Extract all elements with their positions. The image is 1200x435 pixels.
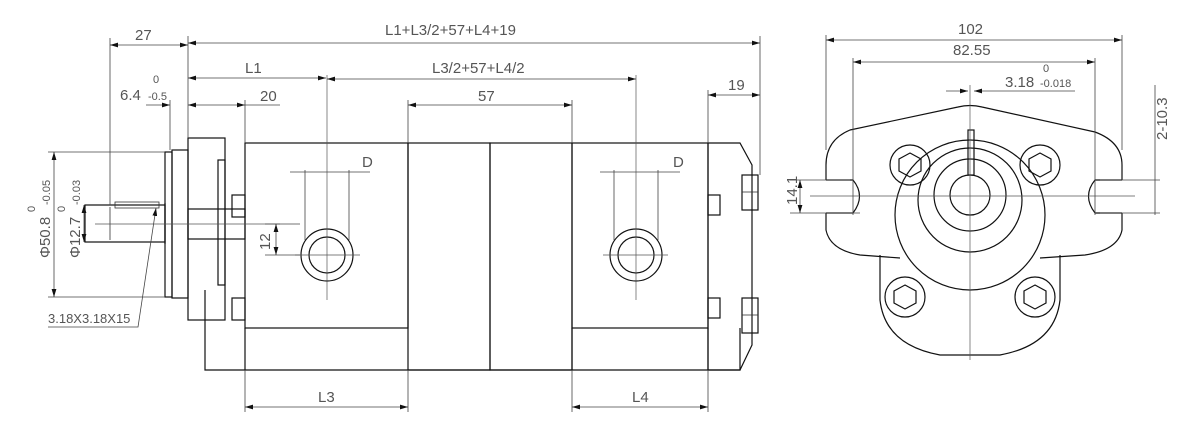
end-cover — [707, 142, 753, 371]
dim-total: L1+L3/2+57+L4+19 — [385, 22, 516, 39]
dia-12-7: Φ12.7 — [67, 217, 84, 258]
dia-50-8-upper: 0 — [26, 206, 38, 212]
dim-82-55: 82.55 — [953, 42, 991, 59]
section-rear — [571, 142, 709, 329]
pilot — [164, 151, 173, 298]
bolt-head-bottom — [741, 297, 759, 334]
dim-12: 12 — [257, 233, 274, 250]
dim-6-4: 6.4 — [120, 87, 141, 104]
dia-50-8: Φ50.8 — [37, 217, 54, 258]
key-note: 3.18X3.18X15 — [48, 311, 130, 326]
bolt-head-top — [741, 174, 759, 211]
key-upper: 0 — [1043, 63, 1049, 75]
side-view — [84, 75, 759, 371]
dia-50-8-lower: -0.05 — [41, 180, 53, 205]
front-dimensions: 102 82.55 3.18 0 -0.018 2-10.3 14.1 — [784, 21, 1171, 215]
slot-right — [1087, 179, 1122, 214]
dim-20: 20 — [260, 88, 277, 105]
key-width: 3.18 — [1005, 74, 1034, 91]
key — [114, 201, 160, 209]
slot-left — [826, 179, 861, 214]
holes-2-10-3: 2-10.3 — [1154, 97, 1171, 140]
port-d-rear: D — [673, 154, 684, 171]
section-middle-2 — [489, 142, 573, 371]
dim-19: 19 — [728, 77, 745, 94]
dim-57: 57 — [478, 88, 495, 105]
shaft — [84, 204, 166, 243]
port-d-front: D — [362, 154, 373, 171]
dim-14-1: 14.1 — [784, 176, 801, 205]
bolt-top-left — [889, 144, 931, 186]
dim-102: 102 — [958, 21, 983, 38]
mount-flange — [187, 137, 226, 321]
dim-l4: L4 — [632, 389, 649, 406]
dim-mid: L3/2+57+L4/2 — [432, 60, 525, 77]
bolt-top-right — [1019, 144, 1061, 186]
bolt-bottom-left — [884, 276, 926, 318]
bolt-bottom-right — [1014, 276, 1056, 318]
dia-12-7-upper: 0 — [56, 206, 68, 212]
dim-l1: L1 — [245, 60, 262, 77]
front-view — [810, 85, 1135, 360]
dim-6-4-upper: 0 — [153, 74, 159, 86]
dim-6-4-lower: -0.5 — [148, 91, 167, 103]
dia-12-7-lower: -0.03 — [71, 180, 83, 205]
key-lower: -0.018 — [1040, 78, 1071, 90]
dim-l3: L3 — [318, 389, 335, 406]
dim-27: 27 — [135, 27, 152, 44]
section-middle-1 — [407, 142, 491, 371]
side-dimensions: 27 L1+L3/2+57+L4+19 L1 L3/2+57+L4/2 6.4 … — [26, 22, 761, 412]
